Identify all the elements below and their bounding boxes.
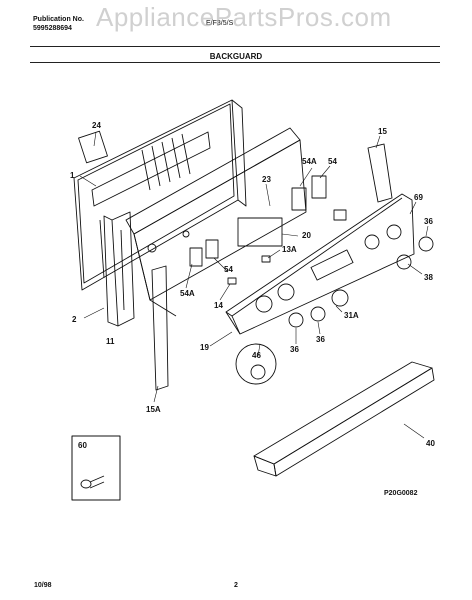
lower-trim	[253, 361, 435, 477]
leader-lines	[79, 131, 429, 439]
end-trim	[103, 211, 135, 327]
callout-54a-upper: 54A	[302, 157, 317, 166]
side-brackets	[151, 143, 393, 391]
callout-20: 20	[302, 231, 311, 240]
callout-15a: 15A	[146, 405, 161, 414]
section-title: BACKGUARD	[209, 52, 263, 61]
rear-panel	[73, 99, 247, 291]
watermark-text: AppliancePartsPros.com	[96, 2, 392, 32]
callout-36-right: 36	[424, 217, 433, 226]
model-code: E/F3/5/S	[206, 20, 234, 27]
screw-inset	[71, 435, 121, 501]
callout-54a-lower: 54A	[180, 289, 195, 298]
publication-label: Publication No.	[33, 16, 84, 23]
diagram-code: P20G0082	[384, 490, 418, 497]
callout-13a: 13A	[282, 245, 297, 254]
callout-54-lower: 54	[224, 265, 233, 274]
title-divider	[30, 62, 440, 63]
publication-number: 5995288694	[33, 25, 72, 32]
callout-14: 14	[214, 301, 223, 310]
callout-54-upper: 54	[328, 157, 337, 166]
callout-69: 69	[414, 193, 423, 202]
callout-1: 1	[70, 171, 75, 180]
switch-brackets	[78, 130, 347, 285]
callout-46: 46	[252, 351, 261, 360]
callout-38: 38	[424, 273, 433, 282]
callout-11: 11	[106, 337, 115, 346]
callout-40: 40	[426, 439, 435, 448]
part-callouts: 24 1 23 54A 54 15 69 36 20 13A 38 54A 54…	[70, 121, 435, 450]
footer-date: 10/98	[34, 582, 52, 589]
callout-19: 19	[200, 343, 209, 352]
knobs	[235, 236, 434, 385]
callout-23: 23	[262, 175, 271, 184]
callout-60: 60	[78, 441, 87, 450]
callout-36-center: 36	[290, 345, 299, 354]
callout-24: 24	[92, 121, 101, 130]
callout-15: 15	[378, 127, 387, 136]
callout-36-middle: 36	[316, 335, 325, 344]
header-divider	[30, 46, 440, 47]
backguard-body	[125, 127, 307, 317]
callout-31a: 31A	[344, 311, 359, 320]
page-number: 2	[234, 582, 238, 589]
control-panel	[225, 193, 415, 335]
callout-2: 2	[72, 315, 77, 324]
